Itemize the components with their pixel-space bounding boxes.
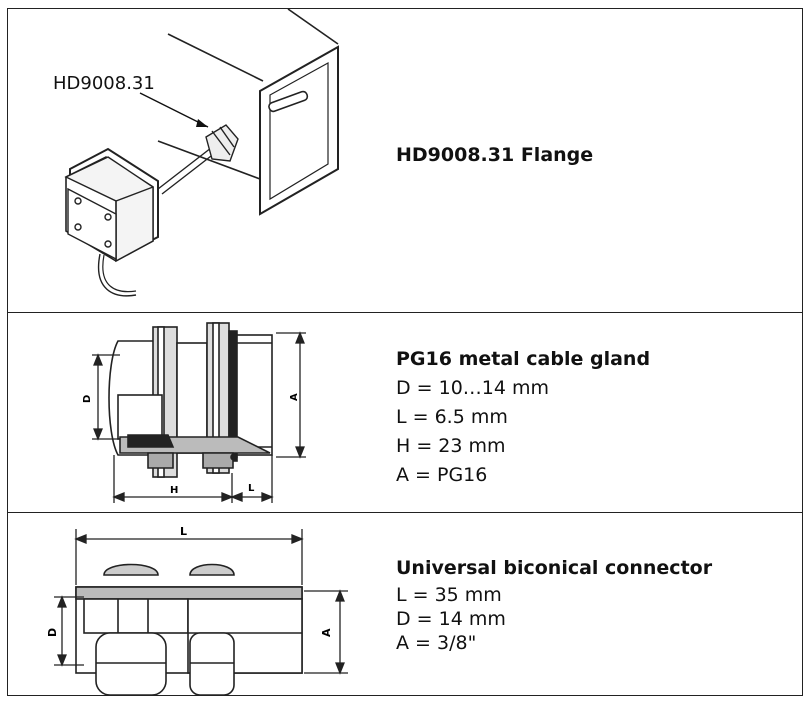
dim-a-label: A (289, 393, 300, 401)
dim-l-label: L (180, 525, 187, 538)
flange-title: HD9008.31 Flange (396, 144, 594, 166)
row-flange: HD9008.31 (8, 9, 802, 313)
spec-line: L = 35 mm (396, 584, 502, 606)
row-cable-gland: D A H L PG16 metal cable gland D = 10…14… (8, 313, 802, 513)
biconical-title: Universal biconical connector (396, 557, 713, 579)
callout-label: HD9008.31 (53, 73, 155, 94)
dim-l-label: L (248, 483, 255, 494)
spec-line: L = 6.5 mm (396, 406, 508, 428)
dim-d-label: D (82, 395, 93, 403)
spec-line: H = 23 mm (396, 435, 506, 457)
biconical-drawing: L D A (46, 525, 348, 695)
dim-a-label: A (320, 628, 333, 637)
flange-text: HD9008.31 Flange (396, 141, 593, 170)
row-biconical-connector: L D A Universal biconical connector L = … (8, 513, 802, 695)
flange-drawing: HD9008.31 (53, 9, 339, 297)
dim-h-label: H (170, 485, 178, 496)
dim-d-label: D (46, 628, 59, 637)
cable-gland-drawing: D A H L (82, 322, 306, 503)
spec-line: A = PG16 (396, 464, 488, 486)
cable-gland-title: PG16 metal cable gland (396, 348, 651, 370)
cable-gland-text: PG16 metal cable gland D = 10…14 mm L = … (396, 345, 650, 490)
spec-line: A = 3/8" (396, 632, 477, 654)
biconical-text: Universal biconical connector L = 35 mm … (396, 553, 712, 655)
spec-table: HD9008.31 (7, 8, 803, 696)
spec-line: D = 10…14 mm (396, 377, 550, 399)
spec-line: D = 14 mm (396, 608, 506, 630)
